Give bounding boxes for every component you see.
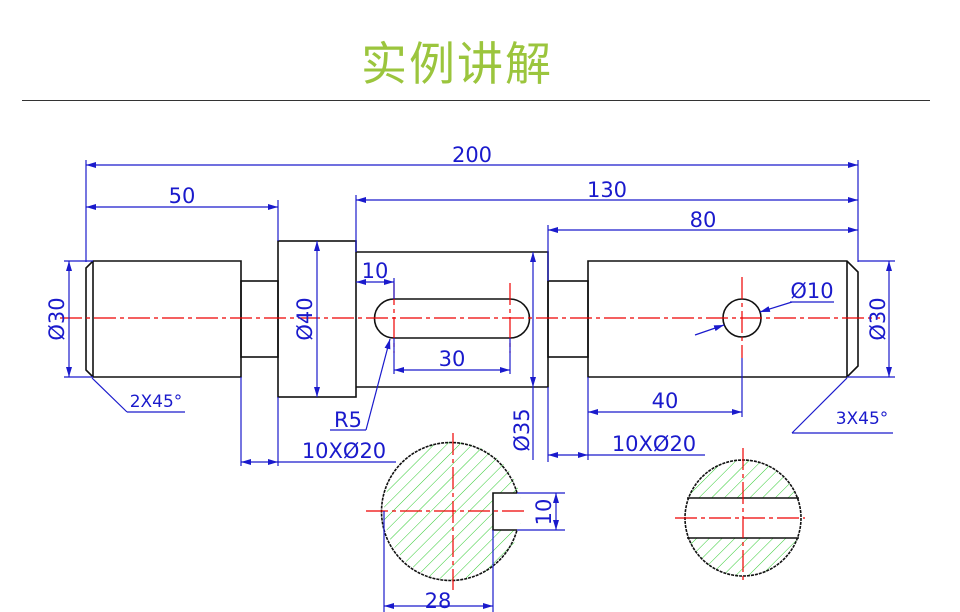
- dim-keyway-length: 30: [439, 347, 466, 371]
- dim-overall-length: 200: [452, 143, 492, 167]
- dim-keyway-offset: 10: [362, 259, 389, 283]
- title-divider: [22, 100, 930, 101]
- dimensions: 200 50 130 80 Ø30 Ø40 Ø35 Ø30 10 30 R5 4…: [45, 143, 895, 466]
- dim-left-chamfer: 2X45°: [130, 392, 183, 412]
- keyway-section-view: 10 28: [366, 433, 565, 612]
- hole-section-view: [675, 448, 805, 582]
- dim-collar-diameter: Ø40: [293, 297, 317, 340]
- dim-right-section-length: 130: [587, 178, 627, 202]
- dim-right-groove: 10XØ20: [612, 432, 696, 456]
- page-title: 实例讲解: [361, 37, 553, 91]
- dim-section-keyway-width: 10: [532, 499, 556, 526]
- dim-right-journal-length: 80: [690, 208, 717, 232]
- shaft-main-view: [60, 240, 880, 398]
- dim-section-keyway-depth: 28: [425, 589, 452, 612]
- dim-middle-diameter: Ø35: [510, 408, 534, 451]
- dim-right-chamfer: 3X45°: [836, 409, 889, 429]
- dim-left-journal-length: 50: [169, 184, 196, 208]
- dim-hole-position: 40: [652, 389, 679, 413]
- dim-hole-diameter: Ø10: [790, 279, 833, 303]
- dim-keyway-radius: R5: [334, 408, 362, 432]
- dim-left-groove: 10XØ20: [302, 439, 386, 463]
- dim-right-diameter: Ø30: [866, 297, 890, 340]
- dim-left-diameter: Ø30: [45, 297, 69, 340]
